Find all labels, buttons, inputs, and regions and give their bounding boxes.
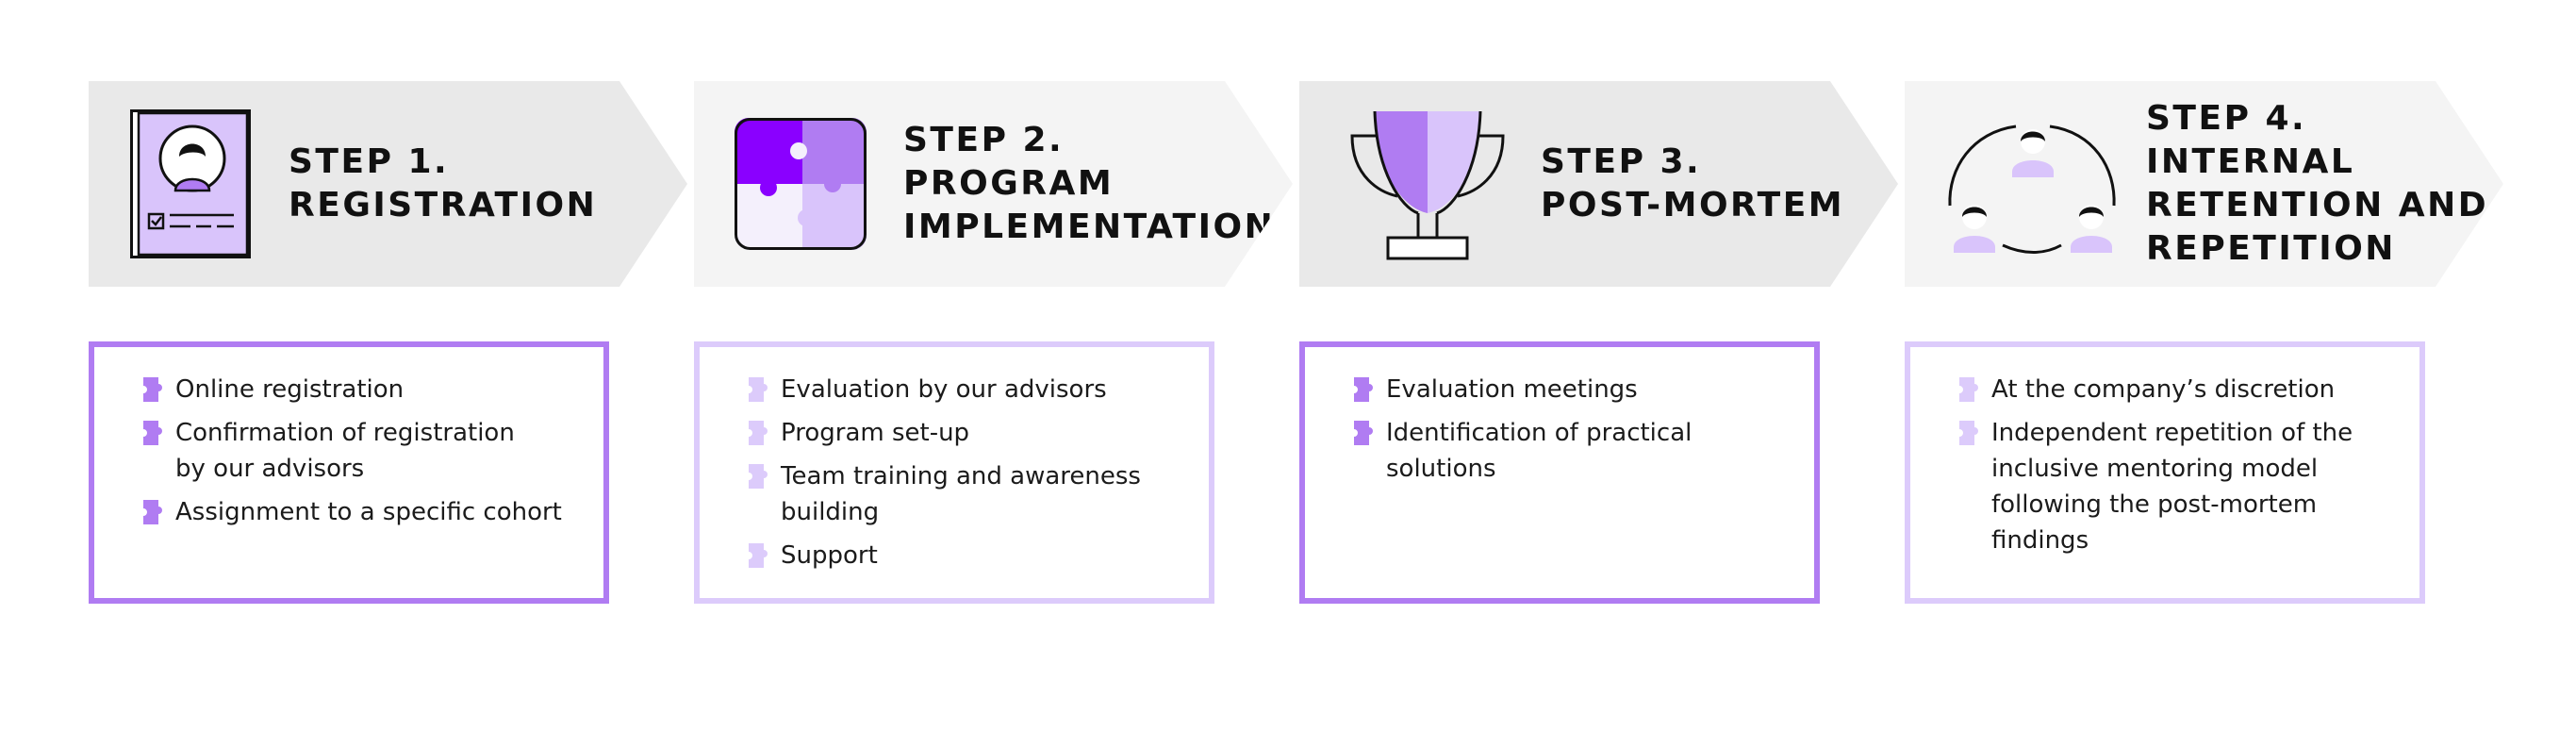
step-4-header: STEP 4. INTERNAL RETENTION AND REPETITIO…	[1905, 81, 2503, 287]
step-2-header: STEP 2. PROGRAM IMPLEMENTATION	[694, 81, 1293, 287]
step-1-box: Online registration Confirmation of regi…	[89, 341, 609, 604]
trophy-icon	[1350, 110, 1505, 260]
step-4-list: At the company’s discretion Independent …	[1910, 347, 2419, 558]
step-2-box: Evaluation by our advisors Program set-u…	[694, 341, 1214, 604]
list-item: Identification of practical solutions	[1348, 415, 1795, 487]
list-item: Online registration	[138, 372, 585, 407]
step-3-title: STEP 3. POST-MORTEM	[1541, 142, 1845, 224]
list-item: Team training and awareness building	[743, 458, 1190, 530]
step-2-title: STEP 2. PROGRAM IMPLEMENTATION	[903, 121, 1276, 246]
puzzle-bullet-icon	[749, 421, 768, 445]
puzzle-bullet-icon	[1354, 421, 1373, 445]
step-4-title: STEP 4. INTERNAL RETENTION AND REPETITIO…	[2146, 99, 2489, 268]
list-item: Confirmation of registration by our advi…	[138, 415, 585, 487]
puzzle-bullet-icon	[143, 500, 162, 524]
puzzle-bullet-icon	[749, 543, 768, 568]
puzzle-icon	[735, 118, 867, 250]
step-3-box: Evaluation meetings Identification of pr…	[1299, 341, 1820, 604]
step-1-list: Online registration Confirmation of regi…	[94, 347, 603, 530]
list-item: Evaluation by our advisors	[743, 372, 1190, 407]
list-item: Independent repetition of the inclusive …	[1954, 415, 2401, 558]
people-cycle-icon	[1948, 125, 2116, 254]
puzzle-bullet-icon	[1959, 377, 1978, 402]
step-3-header: STEP 3. POST-MORTEM	[1299, 81, 1898, 287]
list-item: Assignment to a specific cohort	[138, 494, 585, 530]
puzzle-bullet-icon	[143, 377, 162, 402]
list-item: Evaluation meetings	[1348, 372, 1795, 407]
step-2-list: Evaluation by our advisors Program set-u…	[700, 347, 1209, 573]
puzzle-bullet-icon	[749, 377, 768, 402]
list-item: At the company’s discretion	[1954, 372, 2401, 407]
step-4-box: At the company’s discretion Independent …	[1905, 341, 2425, 604]
puzzle-bullet-icon	[749, 464, 768, 489]
list-item: Support	[743, 538, 1190, 573]
list-item: Program set-up	[743, 415, 1190, 451]
registration-form-icon	[130, 109, 251, 258]
step-1-header: STEP 1. REGISTRATION	[89, 81, 687, 287]
step-1-title: STEP 1. REGISTRATION	[289, 142, 598, 224]
puzzle-bullet-icon	[1354, 377, 1373, 402]
puzzle-bullet-icon	[1959, 421, 1978, 445]
puzzle-bullet-icon	[143, 421, 162, 445]
step-3-list: Evaluation meetings Identification of pr…	[1305, 347, 1814, 487]
